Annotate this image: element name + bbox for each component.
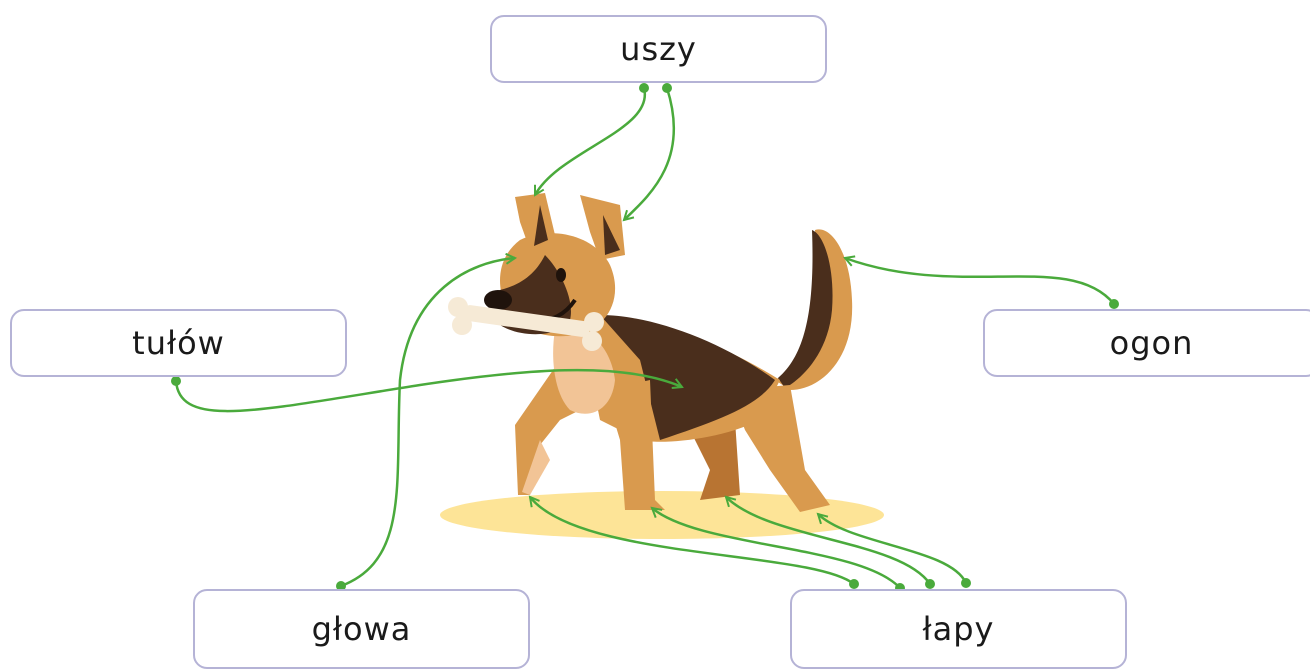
dog-back-leg-far	[690, 420, 740, 500]
dog-eye	[556, 268, 566, 282]
connector-dot	[925, 579, 935, 589]
connector-lapy-paw-1	[530, 497, 855, 585]
label-lapy[interactable]: łapy	[790, 589, 1127, 669]
connector-lapy-paw-3	[726, 497, 932, 585]
label-glowa[interactable]: głowa	[193, 589, 530, 669]
connector-lapy-paw-2	[652, 508, 901, 589]
dog-illustration	[448, 193, 853, 512]
label-tulow[interactable]: tułów	[10, 309, 347, 377]
connector-lapy-paw-4	[818, 514, 968, 584]
dog-nose	[484, 290, 512, 310]
connector-dot	[1109, 299, 1119, 309]
dog-back-saddle	[600, 315, 775, 440]
connector-dot	[662, 83, 672, 93]
dog-diagram	[171, 83, 1119, 593]
dog-front-leg	[605, 380, 665, 510]
connector-dot	[171, 376, 181, 386]
connector-tulow-body	[174, 368, 682, 413]
connector-uszy-right-ear	[624, 87, 676, 220]
dog-tail	[775, 229, 853, 390]
connector-ogon-tail	[845, 258, 1115, 305]
bone	[448, 297, 604, 351]
connector-glowa-head	[340, 258, 515, 588]
connector-dot	[639, 83, 649, 93]
label-uszy[interactable]: uszy	[490, 15, 827, 83]
connector-uszy-left-ear	[533, 87, 647, 195]
connector-dot	[961, 578, 971, 588]
connector-dot	[849, 579, 859, 589]
connector-dot	[336, 581, 346, 591]
label-ogon[interactable]: ogon	[983, 309, 1310, 377]
